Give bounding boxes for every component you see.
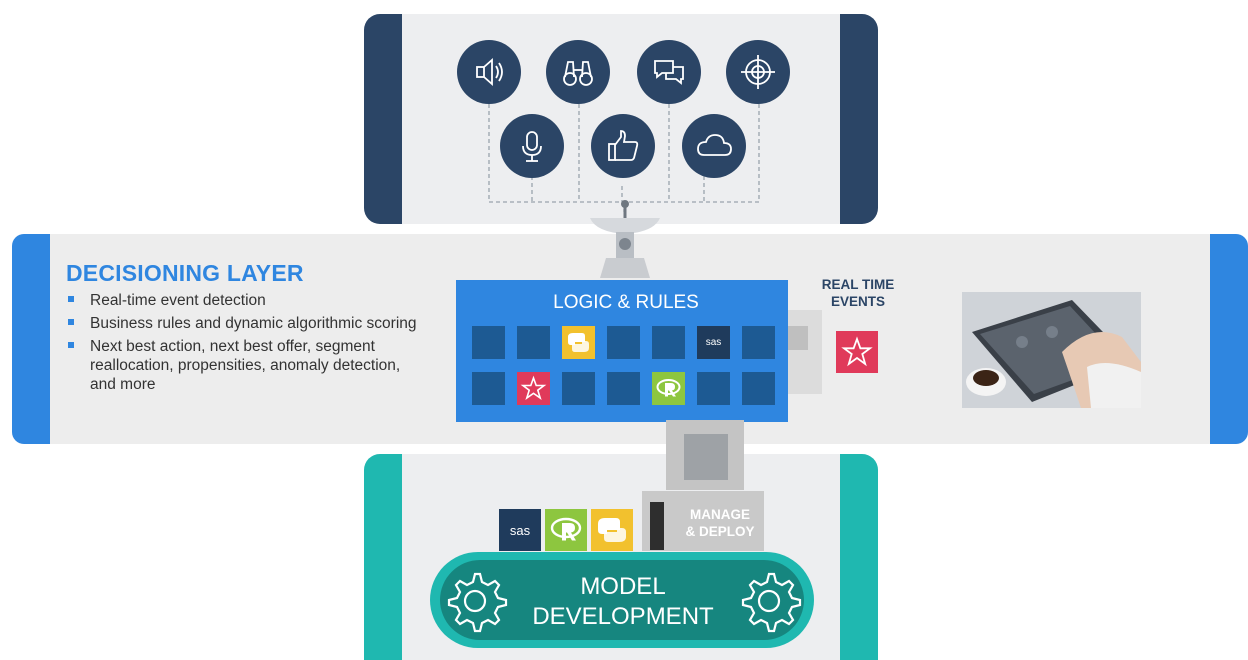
sas-logo-cell: sas bbox=[697, 326, 730, 359]
binoculars-icon bbox=[546, 40, 610, 104]
rule-cell bbox=[652, 326, 685, 359]
rule-cell bbox=[517, 326, 550, 359]
r-badge-icon bbox=[545, 509, 587, 551]
decisioning-title: DECISIONING LAYER bbox=[66, 260, 304, 286]
logic-rules-title: LOGIC & RULES bbox=[553, 292, 699, 313]
tablet-photo bbox=[962, 292, 1141, 408]
manage-deploy-slot bbox=[650, 502, 664, 550]
deploy-connector-joint bbox=[684, 434, 728, 480]
sas-badge: sas bbox=[499, 509, 541, 551]
event-connector-joint bbox=[788, 326, 808, 350]
thumbs-up-icon bbox=[591, 114, 655, 178]
channels-panel bbox=[364, 14, 878, 224]
sas-logo-text: sas bbox=[705, 337, 722, 348]
rule-cell bbox=[607, 326, 640, 359]
event-star-icon bbox=[836, 331, 878, 373]
manage-deploy-box bbox=[672, 491, 764, 551]
python-icon bbox=[562, 326, 595, 359]
r-icon bbox=[652, 372, 685, 405]
bullet-item: Next best action, next best offer, segme… bbox=[66, 337, 426, 394]
python-badge-icon bbox=[591, 509, 633, 551]
rule-cell bbox=[472, 372, 505, 405]
microphone-icon bbox=[500, 114, 564, 178]
rule-cell bbox=[472, 326, 505, 359]
gear-icon bbox=[447, 572, 508, 633]
gear-icon bbox=[741, 572, 802, 633]
manage-deploy-label: MANAGE & DEPLOY bbox=[685, 507, 755, 539]
rule-cell bbox=[742, 372, 775, 405]
bullet-item: Business rules and dynamic algorithmic s… bbox=[66, 314, 426, 333]
rule-cell bbox=[562, 372, 595, 405]
cloud-icon bbox=[682, 114, 746, 178]
chat-icon bbox=[637, 40, 701, 104]
rule-cell bbox=[607, 372, 640, 405]
rule-cell bbox=[697, 372, 730, 405]
decisioning-bullets: Real-time event detection Business rules… bbox=[66, 291, 426, 398]
target-icon bbox=[726, 40, 790, 104]
bullet-item: Real-time event detection bbox=[66, 291, 426, 310]
model-development-label: MODEL DEVELOPMENT bbox=[532, 573, 714, 630]
satellite-dish-icon bbox=[590, 200, 660, 278]
rule-cell bbox=[742, 326, 775, 359]
event-connector bbox=[788, 310, 822, 394]
speaker-icon bbox=[457, 40, 521, 104]
real-time-events-label: REAL TIME EVENTS bbox=[821, 277, 895, 309]
star-icon bbox=[517, 372, 550, 405]
